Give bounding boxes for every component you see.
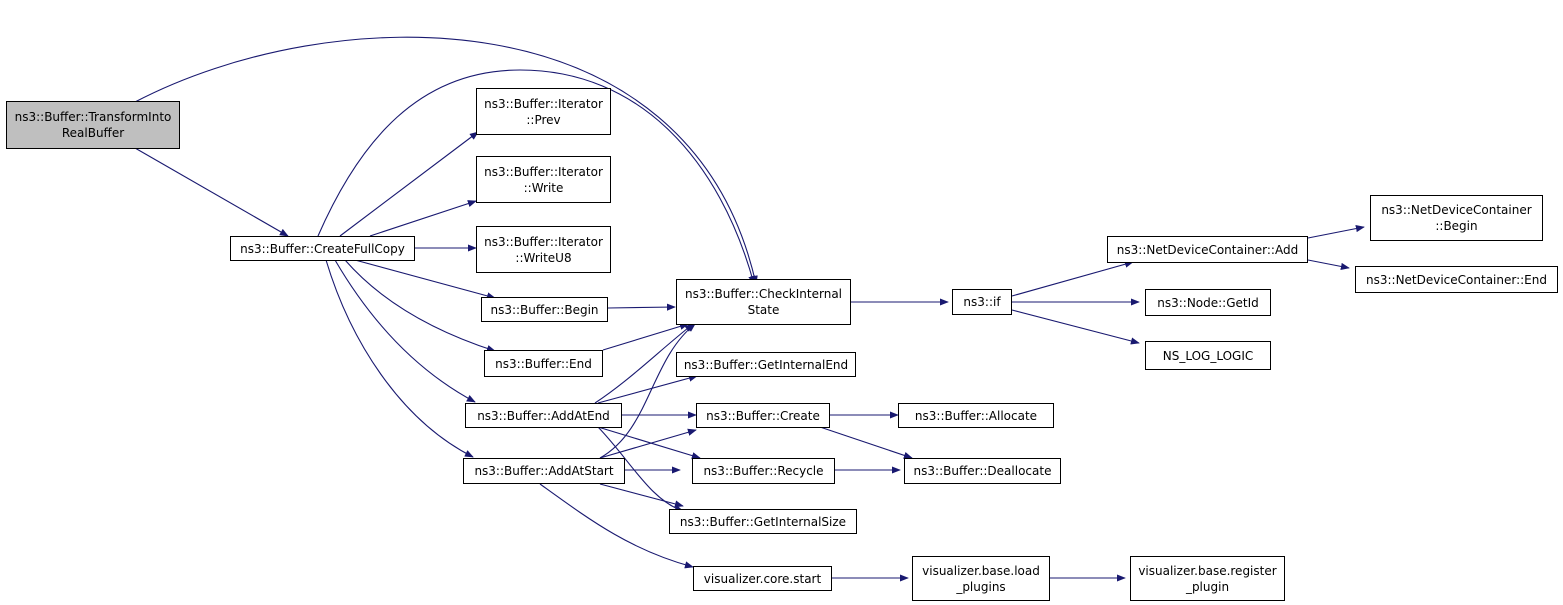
node-label: ns3::Buffer::GetInternalEnd <box>683 357 849 372</box>
node-create-full-copy[interactable]: ns3::Buffer::CreateFullCopy <box>230 236 415 261</box>
node-allocate[interactable]: ns3::Buffer::Allocate <box>898 403 1054 428</box>
edge-ns3if-nsloglogic <box>1011 309 1140 345</box>
node-label: ns3::Buffer::CreateFullCopy <box>240 241 405 256</box>
node-label: ::WriteU8 <box>515 250 572 265</box>
node-ns-log-logic[interactable]: NS_LOG_LOGIC <box>1145 341 1271 370</box>
node-label: ns3::Buffer::TransformInto <box>14 110 172 124</box>
edge-addatstart-vizcorestart <box>539 483 694 569</box>
node-begin[interactable]: ns3::Buffer::Begin <box>481 297 608 322</box>
node-label: ns3::Buffer::Deallocate <box>913 464 1052 478</box>
node-label: NS_LOG_LOGIC <box>1162 348 1254 363</box>
node-label: State <box>747 303 780 317</box>
node-end[interactable]: ns3::Buffer::End <box>484 350 603 377</box>
node-label: ns3::Buffer::Create <box>706 408 820 423</box>
node-label: ns3::Buffer::AddAtStart <box>474 464 614 478</box>
node-label: visualizer.base.register <box>1138 563 1277 578</box>
node-add-at-end[interactable]: ns3::Buffer::AddAtEnd <box>465 403 622 428</box>
node-get-internal-size[interactable]: ns3::Buffer::GetInternalSize <box>669 509 857 534</box>
node-iterator-prev[interactable]: ns3::Buffer::Iterator::Prev <box>476 88 611 135</box>
edge-create-deallocate <box>819 426 913 459</box>
node-label: ns3::Buffer::GetInternalSize <box>679 514 847 529</box>
node-node-get-id[interactable]: ns3::Node::GetId <box>1145 289 1271 316</box>
edge-createfullcopy-end <box>344 259 496 352</box>
edge-createfullcopy-addatstart <box>325 259 474 458</box>
node-net-device-container-begin[interactable]: ns3::NetDeviceContainer::Begin <box>1370 195 1543 241</box>
edge-transform-checkinternal <box>134 36 758 285</box>
node-visualizer-register-plugin[interactable]: visualizer.base.register_plugin <box>1130 556 1285 601</box>
node-label: ns3::Buffer::Recycle <box>703 464 824 478</box>
node-label: ::Write <box>523 180 564 195</box>
node-label: _plugin <box>1185 579 1230 594</box>
edge-transform-createfullcopy <box>134 147 289 237</box>
edge-addatend-recycle <box>597 426 701 460</box>
node-recycle[interactable]: ns3::Buffer::Recycle <box>692 458 835 484</box>
edge-createfullcopy-iterprev <box>339 131 479 237</box>
node-get-internal-end[interactable]: ns3::Buffer::GetInternalEnd <box>676 352 856 377</box>
node-net-device-container-add[interactable]: ns3::NetDeviceContainer::Add <box>1107 236 1308 263</box>
node-iterator-writeu8[interactable]: ns3::Buffer::Iterator::WriteU8 <box>476 226 611 273</box>
node-label: ::Begin <box>1435 219 1478 233</box>
node-label: ns3::Buffer::Iterator <box>484 234 603 249</box>
node-label: ns3::NetDeviceContainer::End <box>1365 272 1547 287</box>
node-ns3-if[interactable]: ns3::if <box>952 289 1012 315</box>
edge-createfullcopy-addatend <box>334 259 476 403</box>
node-net-device-container-end[interactable]: ns3::NetDeviceContainer::End <box>1355 266 1558 293</box>
node-label: ns3::Buffer::Allocate <box>914 408 1038 423</box>
node-label: ns3::NetDeviceContainer <box>1381 203 1532 217</box>
node-label: ::Prev <box>526 112 561 127</box>
edge-ns3if-ndcadd <box>1011 260 1134 297</box>
node-label: ns3::Node::GetId <box>1157 295 1259 310</box>
node-label: ns3::Buffer::End <box>495 356 592 371</box>
edge-ndcadd-ndcend <box>1307 259 1350 270</box>
edge-addatstart-create <box>599 428 697 459</box>
edge-ndcadd-ndcbegin <box>1307 225 1365 239</box>
edge-createfullcopy-checkinternal <box>317 69 756 285</box>
edge-begin-checkinternal <box>607 303 676 311</box>
edge-addatstart-getinternalsize <box>599 483 684 508</box>
node-label: _plugins <box>956 579 1006 594</box>
node-label: ns3::Buffer::AddAtEnd <box>477 408 610 423</box>
node-label: ns3::NetDeviceContainer::Add <box>1116 242 1299 257</box>
node-add-at-start[interactable]: ns3::Buffer::AddAtStart <box>463 458 625 484</box>
node-label: RealBuffer <box>61 126 125 140</box>
edge-createfullcopy-begin <box>354 259 496 300</box>
node-label: ns3::Buffer::Iterator <box>484 96 603 111</box>
node-iterator-write[interactable]: ns3::Buffer::Iterator::Write <box>476 156 611 203</box>
edge-addatend-checkinternal <box>594 323 694 404</box>
edge-addatstart-checkinternal <box>599 323 696 459</box>
node-label: visualizer.base.load <box>922 563 1040 578</box>
edge-createfullcopy-iterwrite <box>369 200 477 237</box>
node-label: ns3::Buffer::CheckInternal <box>684 287 843 301</box>
node-label: ns3::Buffer::Iterator <box>484 164 603 179</box>
node-label: ns3::if <box>963 295 1001 309</box>
node-create[interactable]: ns3::Buffer::Create <box>696 403 830 428</box>
node-deallocate[interactable]: ns3::Buffer::Deallocate <box>904 458 1061 484</box>
edge-end-checkinternal <box>602 322 689 351</box>
node-label: ns3::Buffer::Begin <box>490 302 599 317</box>
node-visualizer-load-plugins[interactable]: visualizer.base.load_plugins <box>912 556 1050 601</box>
edge-addatend-getinternalend <box>597 374 698 404</box>
node-visualizer-core-start[interactable]: visualizer.core.start <box>693 566 832 591</box>
edge-addatend-getinternalsize <box>597 426 684 512</box>
node-label: visualizer.core.start <box>703 571 822 586</box>
